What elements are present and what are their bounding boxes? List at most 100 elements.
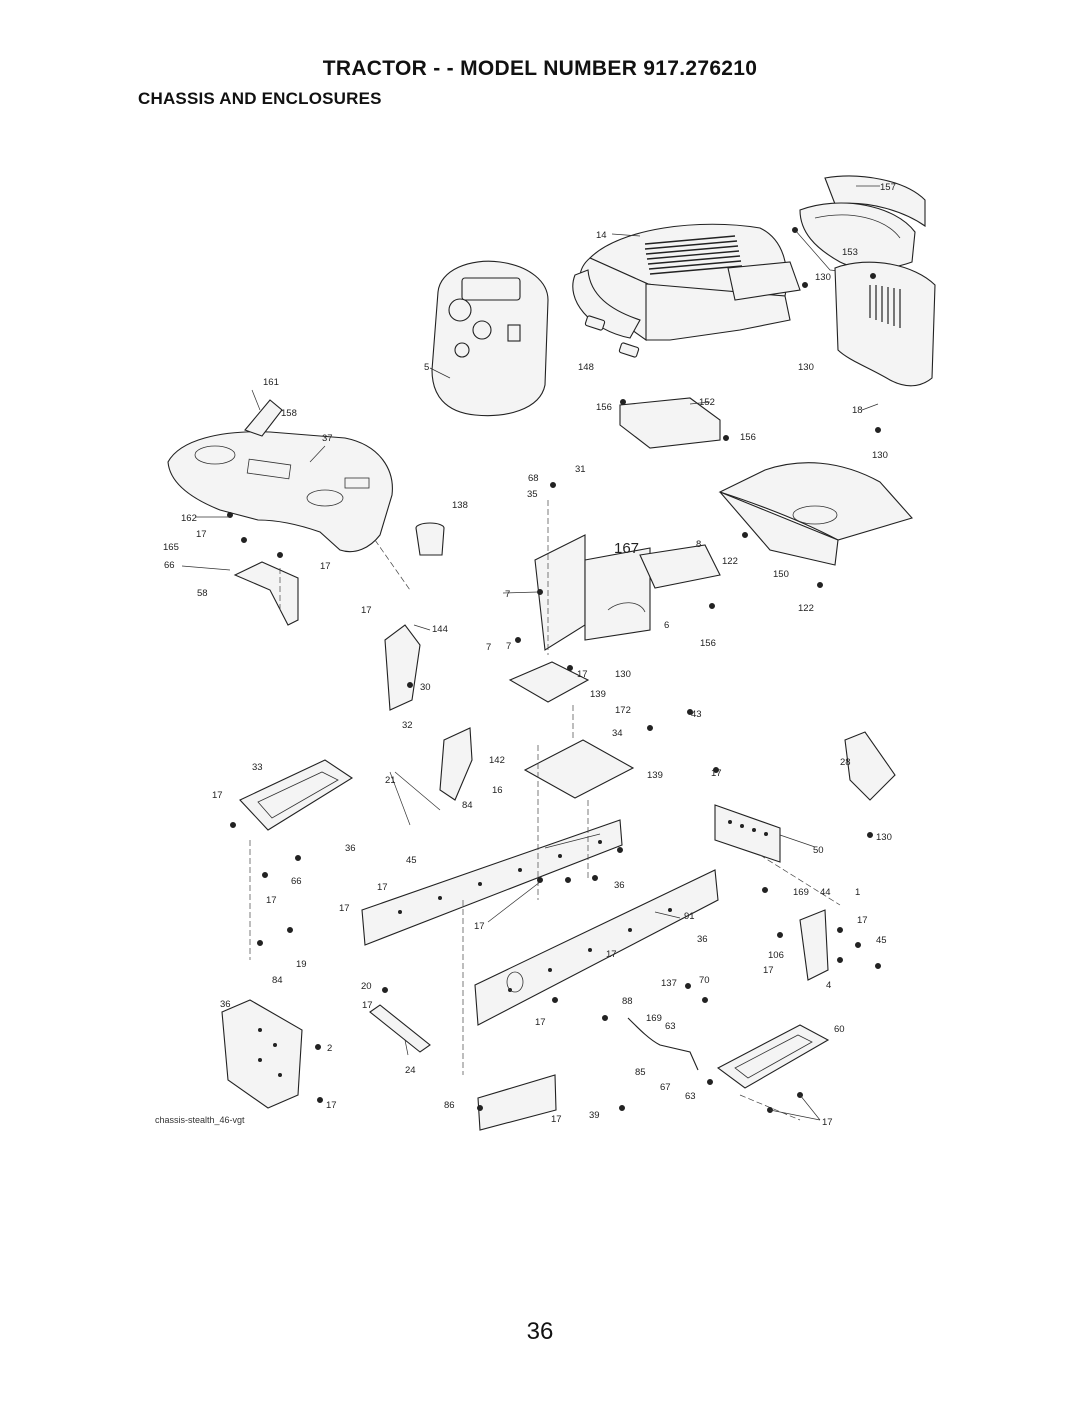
callout: 17 <box>822 1117 833 1128</box>
callout: 6 <box>664 620 669 631</box>
callout: 85 <box>635 1067 646 1078</box>
callout: 36 <box>345 843 356 854</box>
callout: 142 <box>489 755 505 766</box>
callout: 39 <box>589 1110 600 1121</box>
callout: 7 <box>505 589 510 600</box>
callout: 17 <box>320 561 331 572</box>
callout: 17 <box>326 1100 337 1111</box>
callout: 17 <box>535 1017 546 1028</box>
part-battery-tray <box>619 397 721 449</box>
callout: 158 <box>281 408 297 419</box>
part-bumper-bracket <box>714 804 781 863</box>
callout: 37 <box>322 433 333 444</box>
callout: 17 <box>361 605 372 616</box>
callout: 24 <box>405 1065 416 1076</box>
part-rod-67 <box>627 1017 699 1071</box>
callout: 130 <box>876 832 892 843</box>
callout: 67 <box>660 1082 671 1093</box>
callout: 161 <box>263 377 279 388</box>
callout: 152 <box>699 397 715 408</box>
callout: 4 <box>826 980 831 991</box>
part-bracket-39 <box>477 1074 557 1131</box>
callout: 17 <box>212 790 223 801</box>
callout: 169 <box>793 887 809 898</box>
callout: 156 <box>596 402 612 413</box>
part-footrest-left <box>239 759 354 831</box>
callout: 5 <box>424 362 429 373</box>
callout: 17 <box>577 669 588 680</box>
callout-labels: 157 14 153 130 148 5 130 156 152 18 156 … <box>163 182 896 1128</box>
callout: 91 <box>684 911 695 922</box>
callout: 63 <box>665 1021 676 1032</box>
callout: 157 <box>880 182 896 193</box>
callout: 19 <box>296 959 307 970</box>
part-seat-cup <box>415 522 445 556</box>
part-footrest-right <box>716 1024 830 1089</box>
callout: 130 <box>798 362 814 373</box>
part-grille <box>834 261 936 387</box>
callout: 17 <box>196 529 207 540</box>
callout: 70 <box>699 975 710 986</box>
callout: 18 <box>852 405 863 416</box>
callout: 17 <box>551 1114 562 1125</box>
part-bar-85 <box>369 1004 431 1053</box>
part-frame-right <box>474 869 719 1026</box>
callout: 169 <box>646 1013 662 1024</box>
callout: 50 <box>813 845 824 856</box>
callout: 139 <box>590 689 606 700</box>
callout: 156 <box>740 432 756 443</box>
part-dash-support <box>534 534 721 651</box>
callout: 32 <box>402 720 413 731</box>
page-number: 36 <box>526 1318 554 1345</box>
page-title: TRACTOR - - MODEL NUMBER 917.276210 <box>322 57 758 80</box>
callout: 68 <box>528 473 539 484</box>
callout: 28 <box>840 757 851 768</box>
callout: 66 <box>291 876 302 887</box>
callout: 31 <box>575 464 586 475</box>
part-bracket-142 <box>844 731 896 801</box>
callout: 130 <box>615 669 631 680</box>
callout: 122 <box>798 603 814 614</box>
part-frame-left <box>361 819 623 946</box>
callout: 106 <box>768 950 784 961</box>
callout: 137 <box>661 978 677 989</box>
callout: 153 <box>842 247 858 258</box>
callout: 44 <box>820 887 831 898</box>
callout: 17 <box>857 915 868 926</box>
callout: 66 <box>164 560 175 571</box>
callout: 36 <box>614 880 625 891</box>
callout: 17 <box>763 965 774 976</box>
callout: 17 <box>377 882 388 893</box>
fasteners <box>227 227 881 1113</box>
part-headlight-cover <box>794 175 926 276</box>
part-bracket-44 <box>799 909 829 981</box>
callout: 63 <box>685 1091 696 1102</box>
callout: 45 <box>406 855 417 866</box>
callout: 1 <box>855 887 860 898</box>
part-seat-bracket <box>244 399 283 437</box>
section-title: CHASSIS AND ENCLOSURES <box>138 89 382 108</box>
callout: 58 <box>197 588 208 599</box>
callout: 7 <box>486 642 491 653</box>
part-hitch-plate <box>221 999 303 1109</box>
callout: 21 <box>385 775 396 786</box>
callout: 144 <box>432 624 448 635</box>
callout: 17 <box>266 895 277 906</box>
callout: 30 <box>420 682 431 693</box>
callout: 139 <box>647 770 663 781</box>
leader-lines <box>181 185 880 1121</box>
callout: 16 <box>492 785 503 796</box>
part-fuel-enclosure <box>718 462 913 566</box>
callout: 14 <box>596 230 607 241</box>
callout: 165 <box>163 542 179 553</box>
callout: 2 <box>327 1043 332 1054</box>
callout: 60 <box>834 1024 845 1035</box>
part-plate-30 <box>508 661 590 703</box>
callout: 43 <box>691 709 702 720</box>
callout: 84 <box>462 800 473 811</box>
callout: 8 <box>696 539 701 550</box>
part-fender <box>167 431 393 553</box>
diagram-file-tag: chassis-stealth_46-vgt <box>155 1115 245 1125</box>
part-steering-plate <box>523 739 635 799</box>
